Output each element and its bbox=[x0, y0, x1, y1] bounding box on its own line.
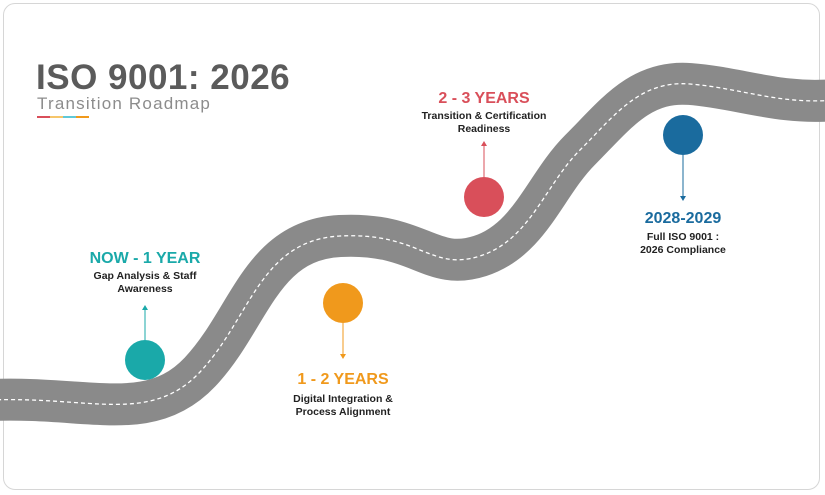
milestone-label-1: NOW - 1 YEAR Gap Analysis & Staff Awaren… bbox=[45, 249, 245, 296]
arrowhead-red-icon bbox=[481, 141, 487, 146]
arrowhead-teal-icon bbox=[142, 305, 148, 310]
milestone-label-4: 2028-2029 Full ISO 9001 : 2026 Complianc… bbox=[583, 209, 783, 257]
underline-red bbox=[37, 116, 50, 118]
underline-orange bbox=[76, 116, 89, 118]
underline-cyan bbox=[63, 116, 76, 118]
milestone-dot-red[interactable] bbox=[464, 177, 504, 217]
milestone-label-3: 2 - 3 YEARS Transition & Certification R… bbox=[384, 89, 584, 136]
milestone-desc-line2: Awareness bbox=[117, 283, 173, 295]
milestone-desc-line2: 2026 Compliance bbox=[640, 244, 726, 256]
milestone-desc-line1: Digital Integration & bbox=[293, 393, 393, 405]
infographic-frame bbox=[3, 3, 820, 490]
milestone-desc-line1: Full ISO 9001 : bbox=[646, 231, 720, 243]
milestone-dot-blue[interactable] bbox=[663, 115, 703, 155]
arrowhead-blue-icon bbox=[680, 196, 686, 201]
milestone-period: 1 - 2 YEARS bbox=[297, 371, 389, 388]
underline-yellow bbox=[50, 116, 63, 118]
milestone-period: 2028-2029 bbox=[644, 210, 722, 227]
road-centerline bbox=[0, 83, 825, 406]
milestone-label-2: 1 - 2 YEARS Digital Integration & Proces… bbox=[243, 370, 443, 419]
milestone-desc-line2: Readiness bbox=[457, 123, 511, 135]
milestone-period: NOW - 1 YEAR bbox=[89, 250, 201, 267]
page-title: ISO 9001: 2026 bbox=[36, 58, 291, 97]
milestone-desc-line1: Transition & Certification bbox=[421, 110, 547, 122]
milestone-period: 2 - 3 YEARS bbox=[438, 90, 530, 107]
milestone-desc-line1: Gap Analysis & Staff bbox=[93, 270, 197, 282]
arrowhead-orange-icon bbox=[340, 354, 346, 359]
milestone-dot-teal[interactable] bbox=[125, 340, 165, 380]
page-subtitle: Transition Roadmap bbox=[37, 94, 212, 113]
milestone-desc-line2: Process Alignment bbox=[295, 406, 391, 418]
milestone-dot-orange[interactable] bbox=[323, 283, 363, 323]
